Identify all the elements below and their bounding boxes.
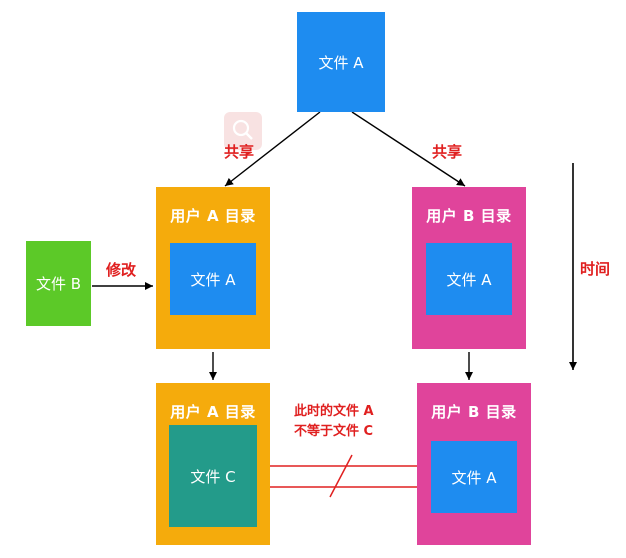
time-label: 时间 [580, 260, 611, 278]
dir-a-bottom-title: 用户 A 目录 [170, 403, 256, 421]
dir-b-bottom-file: 文件 A [431, 441, 517, 513]
share-right-arrow [351, 111, 466, 187]
dir-b-bottom: 用户 B 目录 文件 A [417, 383, 531, 545]
dir-b-top-title: 用户 B 目录 [426, 207, 512, 225]
not-equal-note: 此时的文件 A 不等于文件 C [294, 402, 374, 442]
share-left-arrow [224, 111, 321, 187]
dir-a-bottom-file-c: 文件 C [169, 425, 257, 527]
not-equal-note-line1: 此时的文件 A [294, 404, 374, 419]
dir-a-top-file: 文件 A [170, 243, 256, 315]
modify-label: 修改 [106, 261, 137, 279]
dir-a-bottom: 用户 A 目录 文件 C [156, 383, 270, 545]
dir-b-top-file-label: 文件 A [446, 270, 492, 289]
top-file-a-label: 文件 A [318, 53, 364, 72]
not-equal-note-line2: 不等于文件 C [294, 424, 374, 439]
dir-a-top: 用户 A 目录 文件 A [156, 187, 270, 349]
not-equal-slash [329, 454, 353, 498]
dir-b-top-file: 文件 A [426, 243, 512, 315]
top-file-a: 文件 A [297, 12, 385, 112]
dir-b-bottom-title: 用户 B 目录 [431, 403, 517, 421]
share-left-label: 共享 [224, 143, 255, 161]
dir-a-top-file-label: 文件 A [190, 270, 236, 289]
magnifier-icon [224, 112, 262, 150]
dir-b-bottom-file-label: 文件 A [451, 468, 497, 487]
file-b: 文件 B [26, 241, 91, 326]
share-right-label: 共享 [432, 143, 463, 161]
dir-a-top-title: 用户 A 目录 [170, 207, 256, 225]
dir-a-bottom-file-label: 文件 C [190, 467, 236, 486]
dir-b-top: 用户 B 目录 文件 A [412, 187, 526, 349]
file-b-label: 文件 B [35, 275, 82, 293]
